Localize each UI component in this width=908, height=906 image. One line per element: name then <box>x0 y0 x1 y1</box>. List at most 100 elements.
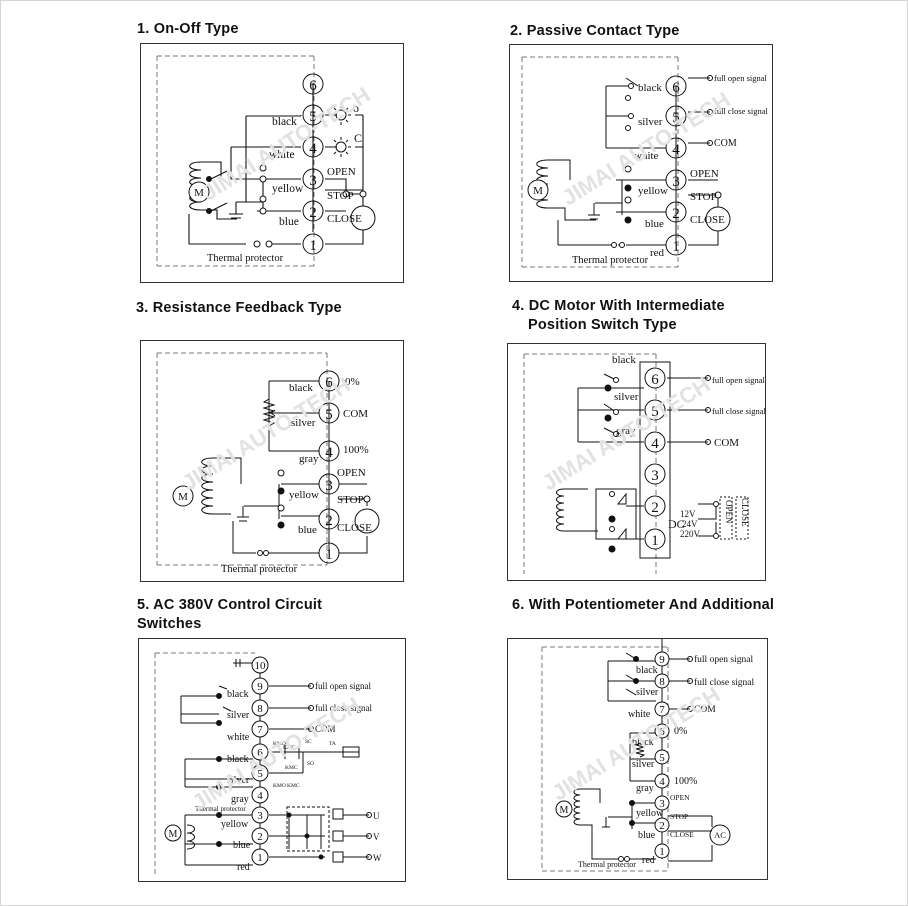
label-o: o <box>353 101 359 115</box>
label-ac: AC <box>714 830 726 840</box>
terminal-4: 4 <box>309 141 317 157</box>
label-com: COM <box>343 408 368 420</box>
label-0-percent: 0% <box>674 726 687 737</box>
motor-icon: M <box>194 187 204 199</box>
terminal-9: 9 <box>257 681 263 693</box>
label-thermal-protector: Thermal protector <box>221 564 298 575</box>
terminal-5: 5 <box>257 768 263 780</box>
terminal-3: 3 <box>257 810 263 822</box>
terminal-9: 9 <box>659 654 665 666</box>
label-thermal-protector: Thermal protector <box>578 860 636 869</box>
terminal-2: 2 <box>325 513 333 529</box>
label-blue: blue <box>233 840 251 851</box>
title-ac380v-line2: Switches <box>137 616 202 632</box>
label-0-percent: 0% <box>345 376 360 388</box>
label-sc: SC <box>305 739 312 745</box>
terminal-6: 6 <box>672 80 680 96</box>
terminal-5: 5 <box>651 404 659 420</box>
label-silver-8: silver <box>636 687 659 698</box>
terminal-3: 3 <box>309 173 317 189</box>
terminal-3: 3 <box>325 478 333 494</box>
label-white: white <box>634 150 659 162</box>
label-full-open-signal: full open signal <box>714 73 768 83</box>
terminal-5: 5 <box>659 752 665 764</box>
label-open: OPEN <box>670 793 690 802</box>
motor-icon: M <box>560 805 569 816</box>
label-red: red <box>237 862 250 873</box>
terminal-2: 2 <box>672 206 680 222</box>
terminal-10: 10 <box>255 660 267 672</box>
label-black: black <box>272 116 297 128</box>
label-gray: gray <box>636 783 654 794</box>
label-full-close-signal: full close signal <box>694 677 755 688</box>
label-kmc-top: KMC <box>283 745 296 751</box>
terminal-1: 1 <box>325 547 333 563</box>
terminal-3: 3 <box>651 468 659 484</box>
motor-icon: M <box>533 185 543 197</box>
diagram-resistance-feedback: 6 5 4 3 2 1 black silver gray yellow blu… <box>140 340 404 582</box>
title-dc-motor-line2: Position Switch Type <box>528 317 677 333</box>
motor-icon: M <box>178 491 188 503</box>
title-on-off-type: 1. On-Off Type <box>137 21 239 37</box>
label-c: C <box>354 131 362 145</box>
label-close: CLOSE <box>337 522 372 534</box>
terminal-3: 3 <box>659 798 665 810</box>
label-gray: gray <box>616 425 636 437</box>
label-close-box: CLOSE <box>740 498 750 527</box>
label-yellow: yellow <box>272 183 304 195</box>
terminal-7: 7 <box>659 704 665 716</box>
terminal-4: 4 <box>325 445 333 461</box>
label-black-5: black <box>632 737 654 748</box>
label-open: OPEN <box>690 168 719 180</box>
title-resistance-feedback-type: 3. Resistance Feedback Type <box>136 300 342 316</box>
label-close: CLOSE <box>690 214 725 226</box>
label-u: U <box>373 811 380 821</box>
label-com: COM <box>714 138 737 149</box>
label-yellow: yellow <box>289 489 319 501</box>
label-blue: blue <box>638 830 656 841</box>
label-gray: gray <box>231 794 249 805</box>
label-black: black <box>612 354 636 366</box>
label-w: W <box>373 853 382 863</box>
terminal-8: 8 <box>659 676 665 688</box>
label-dc: DC <box>668 517 685 531</box>
terminal-6: 6 <box>651 372 659 388</box>
terminal-6: 6 <box>257 747 263 759</box>
label-silver-8: silver <box>227 710 250 721</box>
label-silver: silver <box>638 116 663 128</box>
title-passive-contact-type: 2. Passive Contact Type <box>510 23 680 39</box>
label-blue: blue <box>279 216 299 228</box>
terminal-4: 4 <box>257 790 263 802</box>
label-kmc-mid: KMC <box>285 765 298 771</box>
terminal-5: 5 <box>309 109 317 125</box>
label-black: black <box>638 82 662 94</box>
label-gray: gray <box>299 453 319 465</box>
terminal-1: 1 <box>309 238 317 254</box>
label-full-open-signal: full open signal <box>712 375 765 385</box>
label-kmo-top: KMO <box>273 741 286 747</box>
label-kmc-bot: KMC <box>287 783 300 789</box>
label-white: white <box>628 709 651 720</box>
motor-icon: M <box>169 829 178 840</box>
label-100-percent: 100% <box>343 444 369 456</box>
terminal-8: 8 <box>257 703 263 715</box>
label-24v: 24V <box>682 519 698 529</box>
terminal-6: 6 <box>309 78 317 94</box>
label-12v: 12V <box>680 509 696 519</box>
terminal-6: 6 <box>659 726 665 738</box>
diagram-dc-motor: 6 5 4 3 2 1 black silver gray full open … <box>507 343 766 581</box>
label-full-open-signal: full open signal <box>694 654 753 665</box>
terminal-5: 5 <box>672 110 680 126</box>
label-stop: STOP <box>690 191 717 203</box>
terminal-3: 3 <box>672 174 680 190</box>
label-100-percent: 100% <box>674 776 697 787</box>
label-black-9: black <box>227 689 249 700</box>
label-full-close-signal: full close signal <box>315 703 372 713</box>
label-full-close-signal: full close signal <box>714 106 768 116</box>
terminal-2: 2 <box>257 831 263 843</box>
terminal-2: 2 <box>651 500 659 516</box>
terminal-1: 1 <box>651 533 659 549</box>
title-potentiometer: 6. With Potentiometer And Additional <box>512 597 775 613</box>
terminal-2: 2 <box>309 205 317 221</box>
label-thermal-protector: Thermal protector <box>572 255 649 266</box>
